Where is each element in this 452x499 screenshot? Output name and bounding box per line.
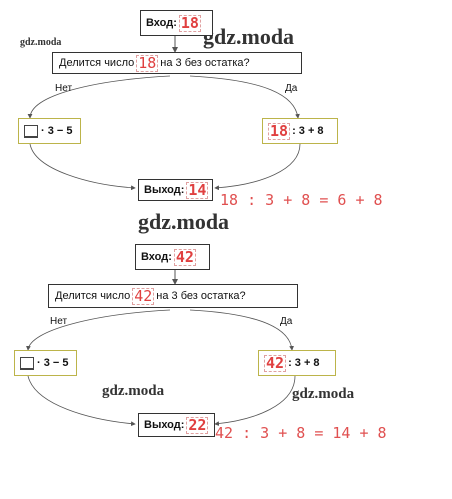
no-label-2: Нет [50,316,68,327]
question-box-1: Делится число 18 на 3 без остатка? [52,52,302,74]
input-box-2: Вход: 42 [135,244,210,270]
solution-1: 18 : 3 + 8 = 6 + 8 [220,191,383,209]
right-operation-box-2: 42 : 3 + 8 [258,350,336,376]
input-value-1: 18 [178,13,201,32]
left-operation-box-1: · 3 − 5 [18,118,81,144]
yes-label-1: Да [285,83,298,94]
empty-input-slot-2 [20,356,34,370]
left-expression-2: · 3 − 5 [37,357,69,369]
question-text-after-2: на 3 без остатка? [156,290,246,302]
output-box-1: Выход: 14 [138,179,213,201]
arrow-left-to-output-2 [27,375,136,427]
arrow-right-to-output-1 [214,143,301,191]
watermark-small: gdz.moda [20,37,62,48]
watermark-top-right: gdz.moda [203,24,295,49]
question-text-before-2: Делится число [55,290,131,302]
question-text-after-1: на 3 без остатка? [160,57,250,69]
left-operation-box-2: · 3 − 5 [14,350,77,376]
arrow-right-to-output-2 [214,375,296,426]
output-value-1: 14 [186,180,209,199]
right-operation-box-1: 18 : 3 + 8 [262,118,338,144]
arrow-no-branch-1 [27,75,171,119]
right-expression-2: : 3 + 8 [288,357,320,369]
watermark-bottom-right: gdz.moda [292,386,355,402]
arrow-left-to-output-1 [29,143,136,191]
empty-input-slot-1 [24,124,38,138]
solution-2: 42 : 3 + 8 = 14 + 8 [215,424,387,442]
question-text-before-1: Делится число [59,57,135,69]
no-label-1: Нет [55,83,73,94]
arrow-yes-branch-1 [189,75,300,119]
input-label-1: Вход: [146,17,177,29]
output-label-1: Выход: [144,184,185,196]
left-expression-1: · 3 − 5 [41,125,73,137]
yes-label-2: Да [280,316,293,327]
watermark-bottom-left: gdz.moda [102,383,165,399]
right-value-2: 42 [264,353,287,372]
input-value-2: 42 [173,247,196,266]
right-value-1: 18 [268,121,291,140]
arrow-no-branch-2 [26,309,171,351]
output-box-2: Выход: 22 [138,413,215,437]
input-label-2: Вход: [141,251,172,263]
output-value-2: 22 [186,415,209,434]
input-box-1: Вход: 18 [140,10,213,36]
question-value-2: 42 [132,286,155,305]
output-label-2: Выход: [144,419,185,431]
arrow-yes-branch-2 [189,309,294,351]
question-box-2: Делится число 42 на 3 без остатка? [48,284,298,308]
question-value-1: 18 [136,53,159,72]
watermark-middle: gdz.moda [138,209,230,234]
right-expression-1: : 3 + 8 [292,125,324,137]
